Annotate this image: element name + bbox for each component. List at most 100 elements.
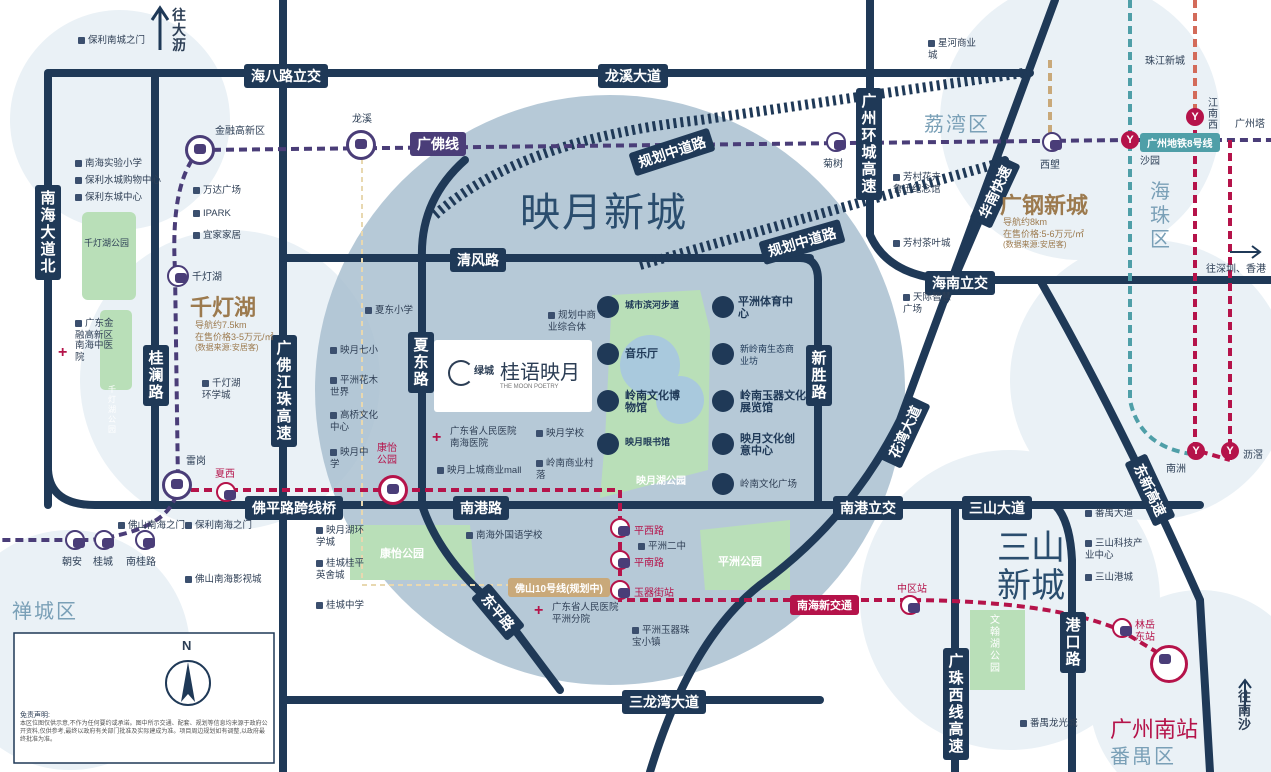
road-tag-guanghuan: 广州环城高速	[856, 88, 882, 200]
poi-label: 千灯湖环学城	[202, 378, 241, 401]
road-tag-guilan: 桂澜路	[143, 345, 169, 406]
poi-icon	[316, 527, 323, 534]
poi-label: 岭南商业村落	[536, 458, 594, 481]
poi-icon	[316, 602, 323, 609]
legend-title: 免责声明:	[20, 712, 50, 719]
poi-icon	[330, 377, 337, 384]
station-jiangnanxi: 江南西	[1208, 98, 1218, 131]
road-tag-haiba: 海八路立交	[244, 64, 328, 88]
pingzhou-park	[700, 520, 790, 590]
district-chancheng: 禅城区	[12, 601, 78, 623]
road-tag-foping: 佛平路跨线桥	[245, 496, 343, 520]
legend-disclaimer: 本区位图仅供示意,不作为任何要约或承诺。图中所示交通、配套、规划等信息均来源于政…	[20, 721, 268, 743]
poi-17: 佛山南海影视城	[185, 574, 262, 586]
poi-label: 桂城中学	[326, 600, 365, 611]
poi-icon	[632, 627, 639, 634]
poi-label: 平洲花木世界	[330, 375, 379, 398]
poi-icon	[1020, 720, 1027, 727]
feature-shengtai: 新岭南生态商业坊	[740, 344, 795, 366]
metro-station-icon	[167, 265, 189, 287]
poi-icon	[893, 174, 900, 181]
metro-station-icon	[1042, 132, 1062, 152]
poi-22: IPARK	[193, 208, 231, 220]
east-direction-label: 往深圳、香港	[1206, 264, 1266, 275]
poi-10: 南海外国语学校	[466, 530, 543, 542]
poi-label: 佛山南海影视城	[195, 574, 262, 585]
poi-label: 番禺龙光城	[1030, 718, 1078, 729]
feature-zhanlan: 岭南玉器文化展览馆	[740, 390, 806, 414]
poi-31: 三山科技产业中心	[1085, 538, 1145, 562]
station-linyuedong: 林岳东站	[1135, 620, 1155, 643]
feature-yinyuemoon: 映月眼书馆	[625, 437, 671, 447]
station-guicheng: 桂城	[93, 557, 113, 568]
metro-station-icon	[610, 580, 630, 600]
library-icon	[597, 433, 619, 455]
metro-station-icon	[610, 550, 630, 570]
poi-icon	[75, 320, 82, 327]
poi-icon	[75, 194, 82, 201]
poi-label: IPARK	[203, 208, 231, 219]
poi-27: 芳村花卉鲁迅纪念馆	[893, 172, 948, 196]
poi-2: 映月七小	[330, 345, 378, 357]
road-tag-qingfeng: 清风路	[450, 248, 506, 272]
poi-label: 平洲玉器珠宝小镇	[632, 625, 690, 648]
poi-21: 万达广场	[193, 185, 241, 197]
poi-4: 高桥文化中心	[330, 410, 385, 434]
stadium-icon	[712, 296, 734, 318]
road-tag-guangfo-jiangzhu: 广佛江珠高速	[271, 335, 297, 447]
poi-label: 南海外国语学校	[476, 530, 543, 541]
poi-34: 保利南城之门	[78, 35, 145, 47]
poi-14: 映月湖环学城	[316, 525, 371, 549]
poi-icon	[193, 187, 200, 194]
hospital-icon: +	[432, 429, 442, 446]
kangyi-park	[350, 525, 475, 580]
poi-19: 保利水城购物中心	[75, 175, 161, 187]
poi-25: 千灯湖环学城	[202, 378, 247, 402]
metro-y-icon: Y	[1186, 108, 1204, 126]
plaza-icon	[712, 473, 734, 495]
poi-label: 万达广场	[203, 185, 242, 196]
metro-station-icon	[135, 530, 155, 550]
metro-station-icon	[378, 475, 408, 505]
logo-title: 桂语映月	[500, 362, 580, 384]
qiandenghu-park	[82, 212, 136, 300]
feature-wenhua-guangchang: 岭南文化广场	[740, 479, 798, 490]
poi-icon	[1085, 540, 1092, 547]
poi-icon	[193, 210, 200, 217]
poi-label: 广东省人民医院平洲分院	[552, 602, 619, 625]
poi-icon	[193, 232, 200, 239]
poi-3: 平洲花木世界	[330, 375, 385, 399]
north-direction-label: 往大沥	[172, 7, 186, 53]
feature-binhe: 城市滨河步道	[625, 300, 680, 310]
poi-0: 规划中商业综合体	[548, 310, 598, 334]
poi-icon	[330, 412, 337, 419]
poi-icon	[78, 37, 85, 44]
road-dongxin	[1036, 276, 1214, 772]
poi-label: 天际智慧广场	[903, 292, 952, 315]
station-nanguilu: 南桂路	[126, 557, 156, 568]
poi-label: 映月湖环学城	[316, 525, 365, 548]
guanggang-price: 在售价格:5-6万元/㎡	[1003, 229, 1085, 239]
poi-icon	[548, 312, 555, 319]
metro-station-icon	[65, 530, 85, 550]
station-zhongqu: 中区站	[897, 584, 927, 595]
south-direction-label: 往南沙	[1238, 689, 1252, 732]
station-kangyi: 康怡公园	[377, 443, 397, 466]
poi-label: 芳村茶叶城	[903, 238, 951, 249]
music-icon	[597, 343, 619, 365]
poi-28: 芳村茶叶城	[893, 238, 951, 250]
poi-icon	[536, 460, 543, 467]
metro-station-icon	[610, 518, 630, 538]
poi-16: 桂城中学	[316, 600, 364, 612]
poi-icon	[185, 576, 192, 583]
compass-north-label: N	[182, 638, 192, 653]
guangzhou-south-label: 广州南站	[1110, 717, 1199, 742]
feature-yinyueting: 音乐厅	[625, 348, 658, 360]
poi-20: 保利东城中心	[75, 192, 142, 204]
park-jianping: 千灯湖公园	[108, 385, 116, 434]
poi-8: 映月上城商业mall	[437, 465, 521, 477]
poi-13: 平洲玉器珠宝小镇	[632, 625, 692, 649]
station-nanzhou: 南洲	[1166, 464, 1186, 475]
poi-label: 广东省人民医院南海医院	[450, 426, 517, 449]
